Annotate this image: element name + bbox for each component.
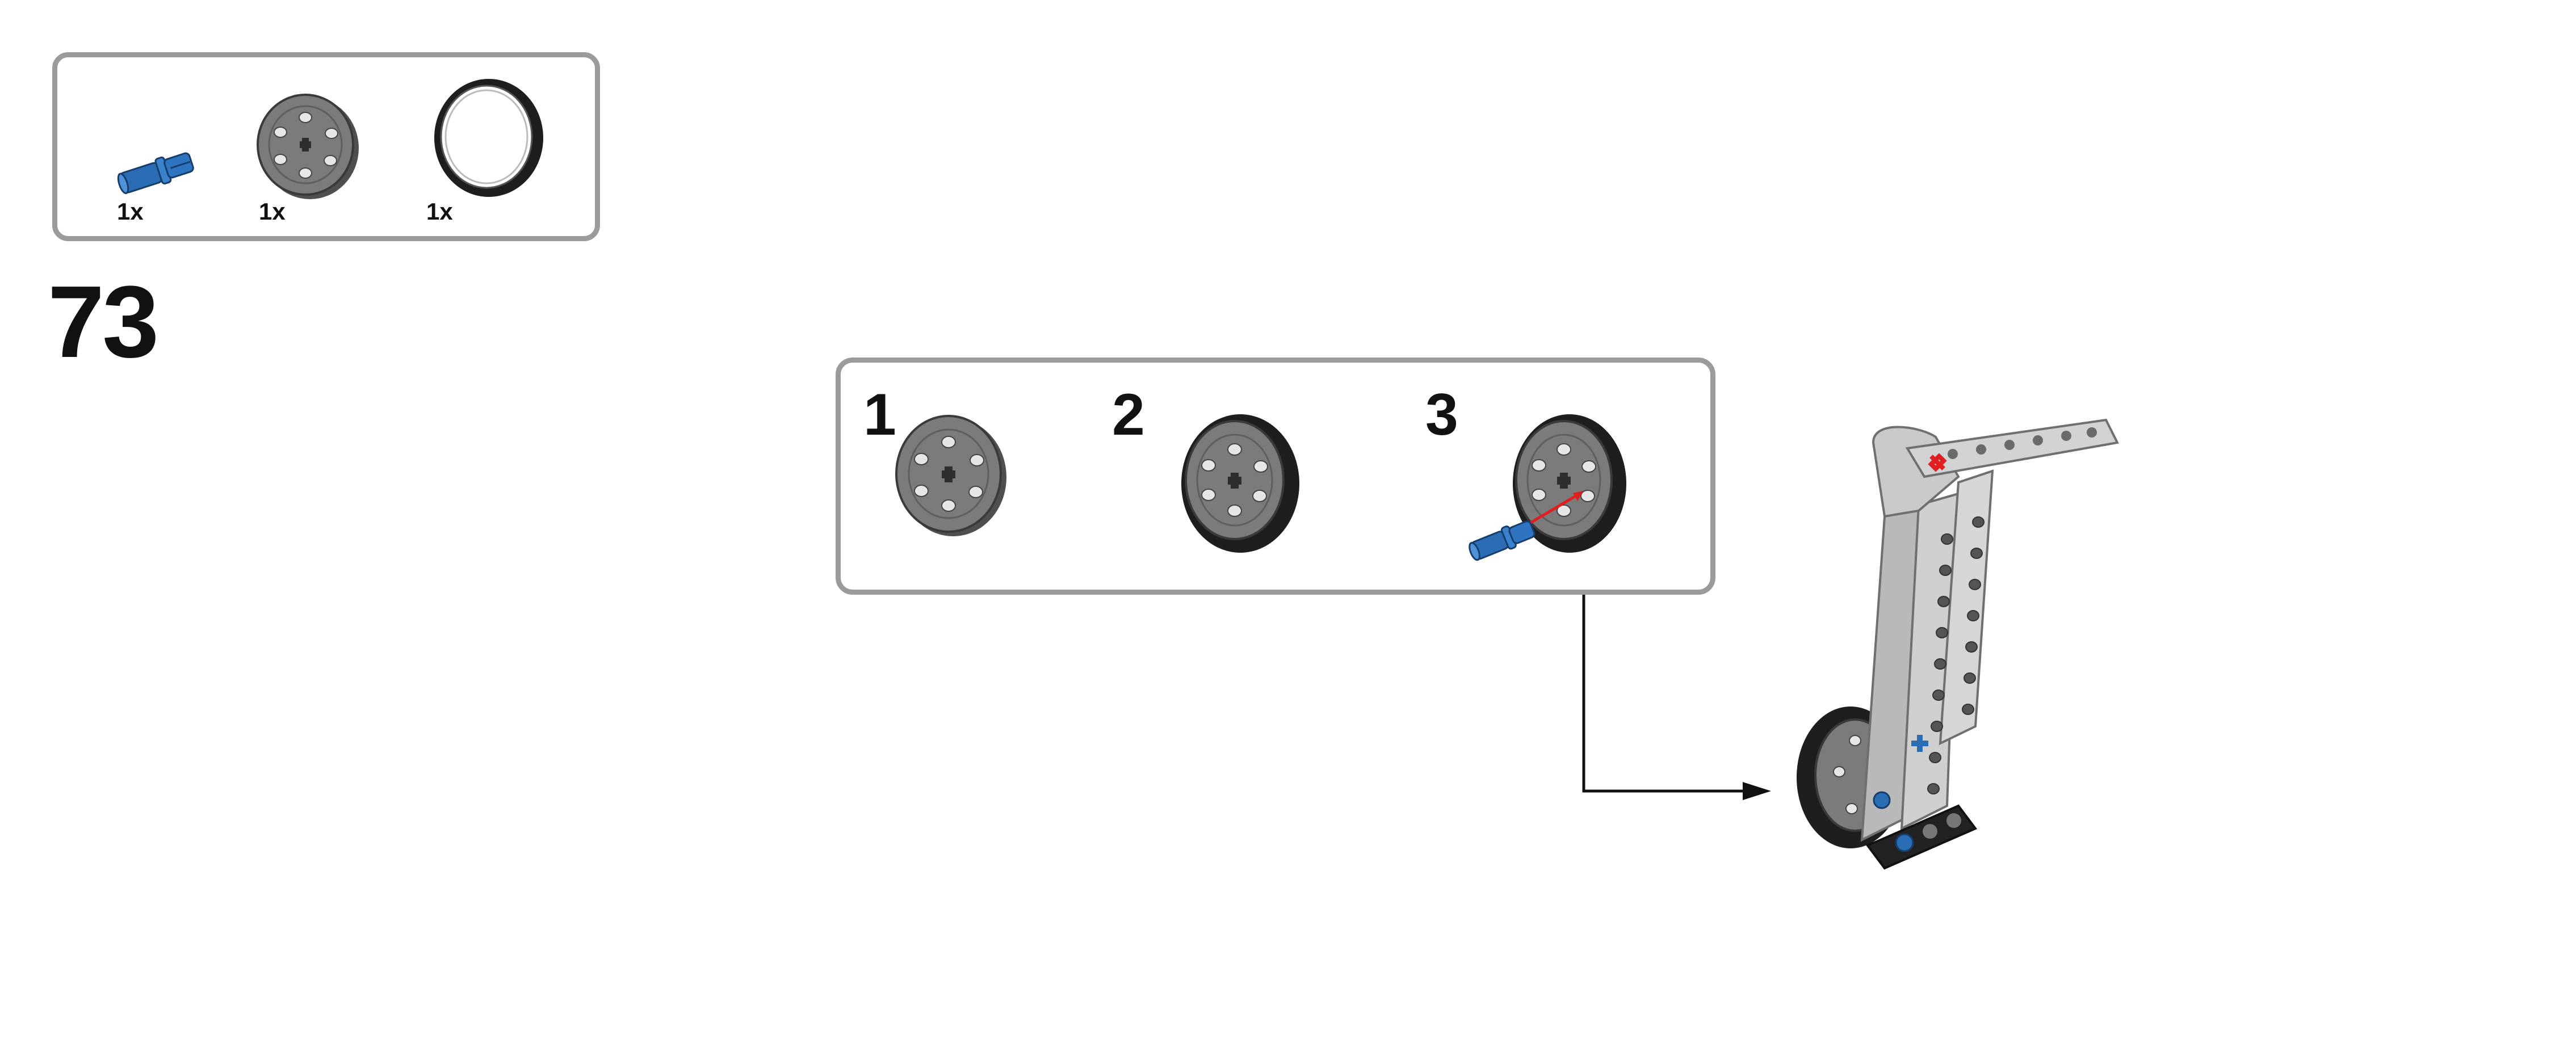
grey-wheel-hub-icon	[257, 94, 359, 199]
sub-step-number-1: 1	[863, 382, 896, 448]
assembly-model	[1797, 418, 2119, 870]
quantity-label-pin: 1x	[117, 198, 144, 225]
sub-assembly-box: 1 2 3	[836, 358, 1715, 595]
black-tire-icon	[434, 79, 543, 197]
quantity-label-tire: 1x	[426, 198, 453, 225]
sub-step-number-2: 2	[1112, 382, 1145, 448]
quantity-label-hub: 1x	[259, 198, 286, 225]
wheel-hub-icon	[895, 415, 1006, 536]
step-number: 73	[48, 265, 159, 379]
wheel-with-tire-icon	[1181, 414, 1299, 553]
blue-axle-pin-icon	[1469, 520, 1535, 561]
insert-direction-line	[1522, 491, 1583, 529]
callout-arrow	[1582, 595, 1771, 800]
parts-list-box: 1x 1x 1x	[52, 52, 600, 241]
wheel-with-pin-icon	[1513, 414, 1626, 553]
sub-step-number-3: 3	[1425, 382, 1458, 448]
blue-axle-pin-icon	[117, 152, 194, 195]
